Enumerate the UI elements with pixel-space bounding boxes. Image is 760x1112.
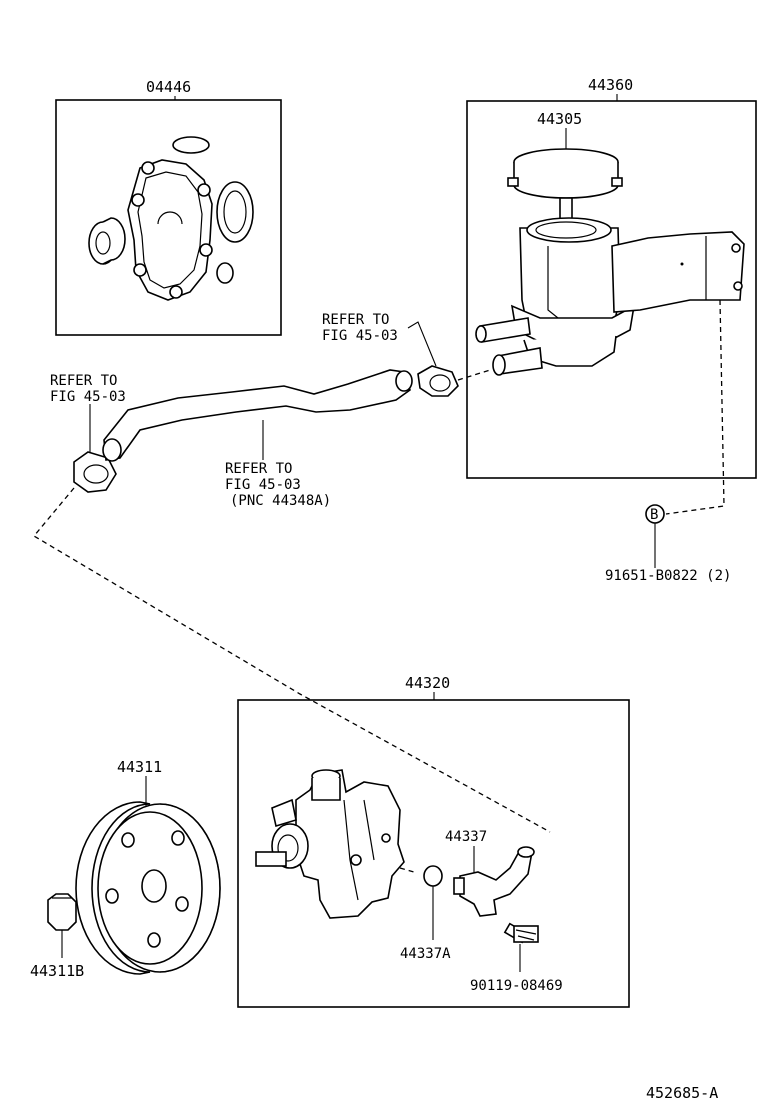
oring-label: 44337A bbox=[400, 946, 451, 962]
refer-hose-line3: (PNC 44348A) bbox=[230, 493, 331, 509]
kit-box bbox=[55, 99, 282, 336]
refer-upper-right-line1: REFER TO bbox=[322, 312, 389, 328]
hose-clamp-right bbox=[417, 365, 459, 397]
hose-clamp-left bbox=[73, 451, 117, 493]
kit-label: 04446 bbox=[146, 78, 191, 96]
refer-upper-left-line1: REFER TO bbox=[50, 373, 117, 389]
pulley-part bbox=[75, 801, 221, 975]
refer-upper-right-line2: FIG 45-03 bbox=[322, 328, 398, 344]
pump-body bbox=[255, 769, 405, 919]
bolt-ref-symbol: B bbox=[650, 507, 658, 523]
pump-label: 44320 bbox=[405, 674, 450, 692]
refer-upper-left-line2: FIG 45-03 bbox=[50, 389, 126, 405]
pulley-label: 44311 bbox=[117, 758, 162, 776]
bolt-ref-label: 91651-B0822 (2) bbox=[605, 568, 731, 584]
pump-oring-dash bbox=[399, 867, 415, 873]
kit-parts bbox=[88, 136, 254, 301]
return-hose bbox=[102, 369, 413, 462]
reservoir-parts bbox=[475, 148, 745, 376]
oring-part bbox=[423, 865, 443, 887]
pump-box bbox=[237, 699, 630, 1008]
refer-hose-line1: REFER TO bbox=[225, 461, 292, 477]
reservoir-box bbox=[466, 100, 757, 479]
bolt-part bbox=[503, 922, 539, 944]
connection-line-bolt bbox=[665, 299, 725, 515]
reservoir-cap-label: 44305 bbox=[537, 110, 582, 128]
nut-part bbox=[47, 893, 77, 931]
union-label: 44337 bbox=[445, 829, 487, 845]
union-part bbox=[453, 846, 535, 917]
bolt-label: 90119-08469 bbox=[470, 978, 563, 994]
figure-id: 452685-A bbox=[646, 1084, 718, 1102]
nut-label: 44311B bbox=[30, 962, 84, 980]
reservoir-label: 44360 bbox=[588, 76, 633, 94]
connection-line-upper bbox=[457, 369, 491, 381]
refer-hose-line2: FIG 45-03 bbox=[225, 477, 301, 493]
connection-line-return bbox=[33, 487, 551, 833]
